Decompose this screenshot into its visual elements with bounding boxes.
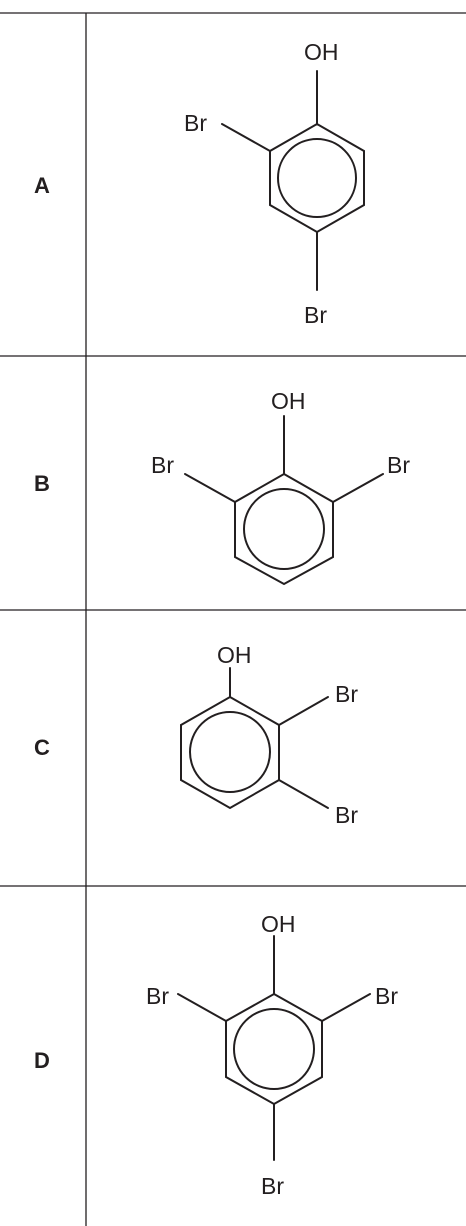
structure-b: OH Br Br — [151, 388, 410, 586]
structure-a: OH Br Br — [184, 39, 365, 328]
benzene-ring-d — [225, 992, 323, 1106]
bromine-label-c-2: Br — [335, 802, 358, 828]
aromatic-circle-b — [243, 488, 325, 570]
br-bond-b-1 — [184, 473, 236, 503]
hydroxyl-label-b: OH — [271, 388, 306, 414]
table-grid — [0, 12, 466, 1226]
hydroxyl-label-c: OH — [217, 642, 252, 668]
option-letter-d: D — [34, 1048, 50, 1073]
aromatic-circle-d — [233, 1008, 315, 1090]
br-bond-d-1 — [177, 993, 227, 1022]
option-row-d[interactable]: D OH Br Br Br — [34, 911, 398, 1199]
bromine-label-b-2: Br — [387, 452, 410, 478]
aromatic-circle-a — [277, 138, 357, 218]
bromine-label-d-3: Br — [261, 1173, 284, 1199]
option-row-b[interactable]: B OH Br Br — [34, 388, 410, 586]
bromine-label-b-1: Br — [151, 452, 174, 478]
structure-d: OH Br Br Br — [146, 911, 398, 1199]
option-letter-c: C — [34, 735, 50, 760]
br-bond-c-2 — [278, 779, 329, 809]
benzene-ring-b — [234, 472, 334, 586]
aromatic-circle-c — [189, 711, 271, 793]
br-bond-c-1 — [278, 696, 329, 726]
option-letter-b: B — [34, 471, 50, 496]
hydroxyl-label-d: OH — [261, 911, 296, 937]
bromine-label-d-2: Br — [375, 983, 398, 1009]
option-row-c[interactable]: C OH Br Br — [34, 642, 358, 828]
option-letter-a: A — [34, 173, 50, 198]
hydroxyl-label-a: OH — [304, 39, 339, 65]
br-bond-a-1 — [221, 123, 271, 152]
bromine-label-a-2: Br — [304, 302, 327, 328]
br-bond-b-2 — [332, 473, 384, 503]
option-row-a[interactable]: A OH Br Br — [34, 39, 365, 328]
benzene-ring-a — [269, 122, 365, 234]
bromine-label-c-1: Br — [335, 681, 358, 707]
bromine-label-a-1: Br — [184, 110, 207, 136]
structure-c: OH Br Br — [180, 642, 358, 828]
bromine-label-d-1: Br — [146, 983, 169, 1009]
br-bond-d-2 — [321, 993, 371, 1022]
